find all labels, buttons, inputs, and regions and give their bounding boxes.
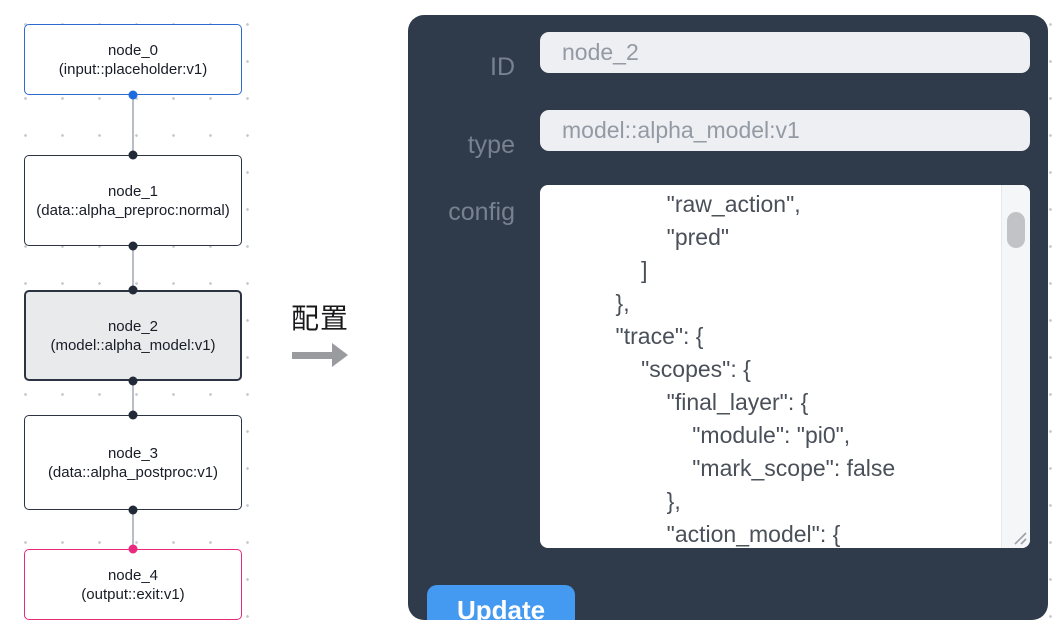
node-node_3[interactable]: node_3 (data::alpha_postproc:v1) bbox=[24, 415, 242, 510]
node-title: node_1 bbox=[107, 182, 159, 200]
node-subtitle: (model::alpha_model:v1) bbox=[50, 336, 216, 354]
node-subtitle: (input::placeholder:v1) bbox=[58, 60, 208, 78]
node-node_0[interactable]: node_0 (input::placeholder:v1) bbox=[24, 24, 242, 95]
node-title: node_2 bbox=[107, 317, 159, 335]
resize-handle-icon[interactable] bbox=[1011, 529, 1027, 545]
config-textarea[interactable]: "raw_action", "pred" ] }, "trace": { "sc… bbox=[540, 185, 1030, 548]
port-node2-out[interactable] bbox=[128, 376, 138, 386]
pipeline-canvas[interactable]: node_0 (input::placeholder:v1) node_1 (d… bbox=[0, 0, 272, 643]
port-node3-out[interactable] bbox=[128, 505, 138, 515]
node-node_2[interactable]: node_2 (model::alpha_model:v1) bbox=[24, 290, 242, 381]
scrollbar-thumb[interactable] bbox=[1007, 212, 1025, 248]
edge-node1-node2 bbox=[132, 246, 134, 290]
port-node2-in[interactable] bbox=[128, 285, 138, 295]
type-input[interactable] bbox=[540, 110, 1030, 151]
node-node_1[interactable]: node_1 (data::alpha_preproc:normal) bbox=[24, 155, 242, 246]
config-panel: ID type config "raw_action", "pred" ] },… bbox=[408, 15, 1048, 620]
node-title: node_3 bbox=[107, 444, 159, 462]
update-button[interactable]: Update bbox=[427, 585, 575, 620]
edge-node2-node3 bbox=[132, 381, 134, 415]
port-node4-in[interactable] bbox=[128, 544, 138, 554]
node-subtitle: (data::alpha_postproc:v1) bbox=[47, 463, 219, 481]
scrollbar-track[interactable] bbox=[1001, 185, 1030, 548]
id-input[interactable] bbox=[540, 32, 1030, 73]
node-subtitle: (data::alpha_preproc:normal) bbox=[36, 201, 230, 219]
node-subtitle: (output::exit:v1) bbox=[81, 585, 185, 603]
id-field-label: ID bbox=[490, 53, 515, 81]
config-panel-region: ID type config "raw_action", "pred" ] },… bbox=[396, 0, 1062, 643]
node-node_4[interactable]: node_4 (output::exit:v1) bbox=[24, 549, 242, 620]
node-title: node_0 bbox=[107, 41, 159, 59]
annotation-label: 配置 bbox=[290, 303, 349, 334]
right-arrow-icon bbox=[292, 343, 348, 367]
port-node3-in[interactable] bbox=[128, 410, 138, 420]
edge-node0-node1 bbox=[132, 95, 134, 155]
port-node1-out[interactable] bbox=[128, 241, 138, 251]
edge-node3-node4 bbox=[132, 510, 134, 549]
node-title: node_4 bbox=[107, 566, 159, 584]
config-json-text[interactable]: "raw_action", "pred" ] }, "trace": { "sc… bbox=[615, 191, 896, 547]
port-node1-in[interactable] bbox=[128, 150, 138, 160]
config-field-label: config bbox=[448, 198, 515, 226]
type-field-label: type bbox=[467, 131, 515, 159]
port-node0-out[interactable] bbox=[128, 90, 138, 100]
config-annotation: 配置 bbox=[288, 297, 352, 367]
